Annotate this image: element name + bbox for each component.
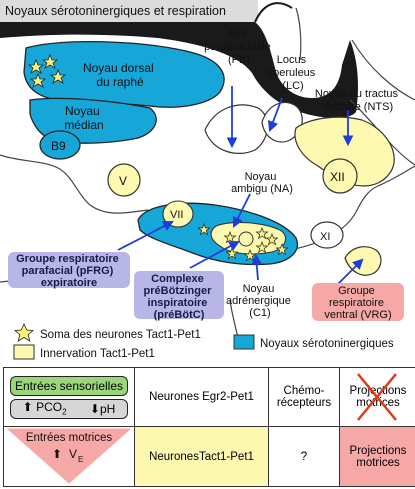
row1-neurons: Neurones Egr2-Pet1	[134, 367, 269, 427]
arrow-na	[233, 193, 251, 228]
outline-line	[0, 154, 149, 214]
outline-line	[295, 7, 302, 61]
label-prebotc: Complexe préBötzinger inspiratoire (préB…	[144, 273, 215, 321]
motor-cell: Entrées motrices ⬆ V E	[3, 426, 135, 487]
sensory-label: Entrées sensorielles	[14, 378, 124, 393]
star-icon	[223, 231, 237, 244]
chemical-box: ⬆ PCO2 ⬇pH	[10, 398, 128, 419]
star-icon	[14, 323, 34, 342]
ve-subscript: E	[78, 455, 83, 464]
star-icon	[197, 223, 211, 236]
ve-label: V	[69, 447, 77, 461]
xi-nucleus	[310, 221, 344, 249]
key-soma-text: Soma des neurones Tact1-Pet1	[40, 329, 201, 341]
key-innervation-text: Innervation Tact1-Pet1	[40, 348, 155, 360]
label-v: V	[119, 174, 127, 188]
star-icon	[29, 72, 47, 88]
label-vrg: Groupe respiratoire ventral (VRG)	[324, 285, 391, 321]
star-icon	[49, 68, 67, 84]
fibre-tract	[0, 22, 358, 118]
table-row: Entrées motrices ⬆ V E NeuronesTact1-Pet…	[3, 426, 415, 487]
star-icon	[275, 243, 289, 256]
lc-area	[261, 101, 303, 143]
nts-innervation	[294, 116, 395, 187]
label-na: Noyau ambigu (NA)	[231, 171, 293, 195]
row2-neurons: NeuronesTact1-Pet1	[134, 426, 269, 487]
motor-label: Entrées motrices	[26, 432, 113, 444]
row2-chemo: ?	[268, 426, 340, 487]
brainstem-diagram: Noyaux sérotoninergiques et respiration	[0, 0, 415, 360]
diagram-title: Noyaux sérotoninergiques et respiration	[5, 4, 226, 18]
sensory-cell: Entrées sensorielles ⬆ PCO2 ⬇pH	[3, 367, 135, 427]
star-icon	[255, 241, 269, 254]
key-serotonin-swatch	[233, 334, 255, 350]
arrow-vrg	[337, 258, 364, 285]
row1-chemo: Chémo-récepteurs	[268, 367, 340, 427]
label-nts: Noyau du tractus solitaire (NTS)	[315, 88, 401, 113]
star-icon	[27, 58, 45, 74]
star-icon	[265, 233, 279, 246]
arrow-down-icon: ⬇	[89, 401, 100, 416]
label-xi: XI	[320, 231, 330, 243]
v-innervation	[107, 163, 141, 197]
outline-line	[351, 39, 415, 101]
ph-label: ⬇pH	[89, 401, 116, 416]
xii-innervation	[322, 158, 358, 194]
pb-area	[204, 104, 268, 154]
prebotc-label-background	[134, 271, 224, 319]
prebotc-core	[238, 231, 254, 247]
key-serotonin-text: Noyaux sérotoninergiques	[260, 338, 394, 350]
raphe-stars	[27, 53, 67, 88]
ventral-stars	[197, 223, 289, 262]
cross-icon	[357, 373, 397, 421]
sensory-box: Entrées sensorielles	[10, 375, 128, 396]
b9-nucleus	[39, 130, 81, 160]
label-b9: B9	[51, 139, 66, 153]
arrow-prebotc	[189, 240, 240, 269]
vii-innervation	[162, 200, 194, 228]
summary-table: Entrées sensorielles ⬆ PCO2 ⬇pH Neurones…	[3, 367, 415, 487]
vrg-label-background	[312, 283, 404, 321]
pco2-label: ⬆ PCO2	[22, 400, 67, 417]
label-raphe-dorsal: Noyau dorsal du raphé	[83, 61, 157, 89]
arrow-up-icon: ⬆	[22, 400, 33, 415]
star-icon	[41, 53, 59, 69]
arrow-c1	[251, 253, 263, 281]
label-vii: VII	[170, 209, 183, 221]
star-icon	[255, 227, 269, 240]
outline-top	[254, 2, 293, 23]
title-background	[0, 0, 258, 22]
motor-triangle: Entrées motrices ⬆ V E	[6, 428, 132, 484]
label-raphe-median: Noyau médian	[64, 104, 103, 132]
pfrg-label-background	[8, 252, 130, 288]
key-innervation-swatch	[13, 344, 35, 360]
arrow-up-icon: ⬆	[52, 447, 62, 461]
arrow-pfrg	[117, 221, 174, 251]
label-pfrg: Groupe respiratoire parafacial (pFRG) ex…	[16, 253, 122, 289]
table-row: Entrées sensorielles ⬆ PCO2 ⬇pH Neurones…	[3, 367, 415, 427]
arrow-lc	[267, 97, 283, 133]
label-lc: Locus coeruleus (LC)	[268, 54, 319, 92]
star-icon	[225, 247, 239, 260]
label-pb: Aire parabrachiale (PB)	[204, 28, 274, 66]
label-xii: XII	[330, 170, 345, 184]
label-c1: Noyau adrénergique (C1)	[226, 283, 294, 319]
